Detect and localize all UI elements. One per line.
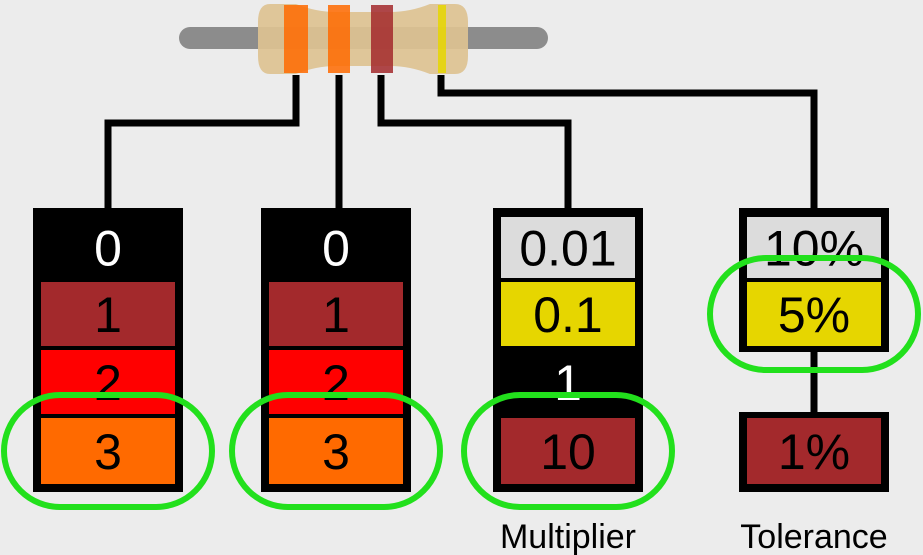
resistor bbox=[179, 4, 548, 74]
column-multiplier: 0.01 0.1 1 10 bbox=[493, 208, 643, 492]
multiplier-cell-1 bbox=[501, 217, 635, 278]
tolerance-cell-label-1: 10% bbox=[764, 221, 864, 277]
digit2-cell-4 bbox=[269, 418, 403, 484]
resistor-band-4 bbox=[438, 5, 446, 73]
tolerance-cell-label-2: 5% bbox=[778, 287, 850, 343]
digit1-cell-3 bbox=[41, 350, 175, 414]
tolerance-caption: Tolerance bbox=[740, 518, 887, 555]
resistor-band-3 bbox=[371, 5, 393, 73]
column-second-digit: 0 1 2 3 bbox=[261, 208, 411, 492]
resistor-band-1 bbox=[284, 5, 308, 73]
multiplier-cell-label-2: 0.1 bbox=[533, 287, 603, 343]
digit2-selection-ring bbox=[229, 392, 443, 510]
multiplier-cell-4 bbox=[501, 418, 635, 484]
tolerance-selection-ring bbox=[707, 255, 921, 373]
digit2-cell-label-1: 0 bbox=[322, 221, 350, 277]
resistor-bands bbox=[284, 5, 446, 73]
resistor-body bbox=[258, 4, 468, 74]
digit1-cell-label-4: 3 bbox=[94, 424, 122, 480]
multiplier-cell-label-3: 1 bbox=[554, 355, 582, 411]
digit2-cell-label-4: 3 bbox=[322, 424, 350, 480]
tolerance-cell-1 bbox=[747, 217, 881, 278]
digit2-cell-label-3: 2 bbox=[322, 355, 350, 411]
multiplier-cell-label-4: 10 bbox=[540, 424, 596, 480]
column-first-digit: 0 1 2 3 bbox=[33, 208, 183, 492]
multiplier-caption: Multiplier bbox=[500, 518, 636, 555]
multiplier-selection-ring bbox=[461, 392, 675, 510]
digit2-cell-label-2: 1 bbox=[322, 287, 350, 343]
digit1-cell-4 bbox=[41, 418, 175, 484]
selection-highlights bbox=[1, 255, 921, 510]
digit2-cell-3 bbox=[269, 350, 403, 414]
resistor-band-2 bbox=[328, 5, 350, 73]
digit2-cell-2 bbox=[269, 282, 403, 346]
digit2-cell-1 bbox=[269, 217, 403, 278]
digit1-cell-label-3: 2 bbox=[94, 355, 122, 411]
column-tolerance: 10% 5% 1% bbox=[739, 208, 889, 492]
digit1-cell-label-2: 1 bbox=[94, 287, 122, 343]
digit1-cell-2 bbox=[41, 282, 175, 346]
multiplier-cell-label-1: 0.01 bbox=[519, 221, 616, 277]
multiplier-cell-2 bbox=[501, 282, 635, 346]
tolerance-cell-3 bbox=[747, 418, 881, 484]
wire-multiplier bbox=[377, 75, 572, 210]
digit1-selection-ring bbox=[1, 392, 215, 510]
tolerance-cell-2 bbox=[747, 282, 881, 346]
wire-digit1 bbox=[104, 75, 300, 210]
tolerance-cell-label-3: 1% bbox=[778, 424, 850, 480]
multiplier-cell-3 bbox=[501, 350, 635, 414]
connector-wires bbox=[104, 75, 818, 418]
digit1-cell-1 bbox=[41, 217, 175, 278]
wire-tolerance bbox=[437, 75, 818, 210]
digit1-cell-label-1: 0 bbox=[94, 221, 122, 277]
